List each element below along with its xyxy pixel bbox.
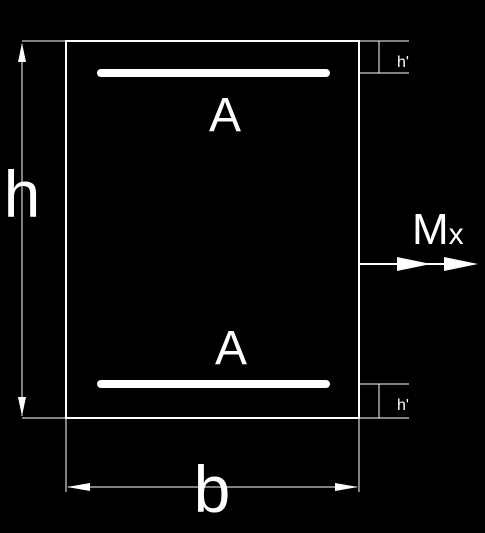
bottom-rebar-label: A xyxy=(215,322,247,375)
top-rebar-label: A xyxy=(209,89,241,142)
bottom-cover-dimension xyxy=(359,383,409,419)
height-dimension xyxy=(18,40,66,419)
top-cover-dimension xyxy=(359,40,409,74)
moment-label-main: M xyxy=(412,205,449,254)
moment-label-sub: x xyxy=(449,218,464,251)
width-dimension xyxy=(65,418,360,492)
height-label: h xyxy=(4,157,41,231)
width-label: b xyxy=(194,452,231,526)
bottom-cover-label: h' xyxy=(397,397,409,414)
moment-arrow xyxy=(359,257,478,271)
top-cover-label: h' xyxy=(397,54,409,71)
moment-label: Mx xyxy=(412,205,464,254)
section-outline xyxy=(65,40,360,419)
